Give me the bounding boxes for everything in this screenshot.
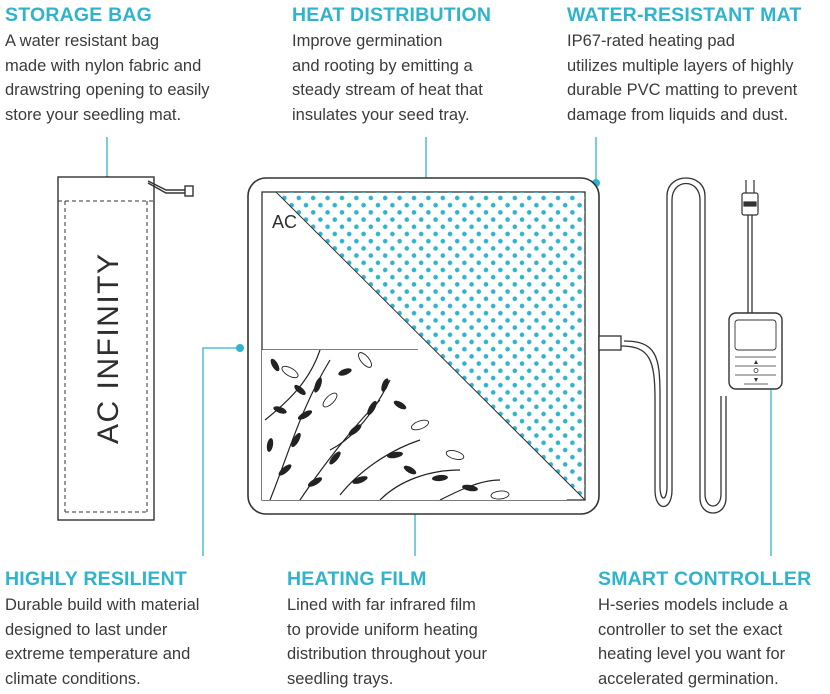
- feature-description: Improve germination and rooting by emitt…: [292, 32, 483, 124]
- feature-heating-film: HEATING FILM Lined with far infrared fil…: [287, 568, 547, 691]
- heating-mat: AC: [247, 177, 622, 515]
- controller-up-icon: [754, 360, 758, 364]
- leader-lines: [106, 137, 772, 556]
- bag-brand-label: AC INFINITY: [92, 252, 125, 444]
- feature-title: HIGHLY RESILIENT: [5, 568, 187, 590]
- feature-storage-bag: STORAGE BAG A water resistant bag made w…: [5, 4, 265, 127]
- feature-heat-distribution: HEAT DISTRIBUTION Improve germination an…: [292, 4, 552, 127]
- mat-brand-label: AC: [272, 212, 297, 232]
- feature-water-resistant-mat: WATER-RESISTANT MAT IP67-rated heating p…: [567, 4, 830, 127]
- controller-power-icon: [753, 368, 759, 373]
- storage-bag: [57, 176, 194, 521]
- feature-title: HEAT DISTRIBUTION: [292, 4, 492, 26]
- feature-title: WATER-RESISTANT MAT: [567, 4, 802, 26]
- feature-description: IP67-rated heating pad utilizes multiple…: [567, 32, 798, 124]
- controller-down-icon: [754, 378, 758, 382]
- feature-description: Lined with far infrared film to provide …: [287, 596, 487, 688]
- feature-title: SMART CONTROLLER: [598, 568, 812, 590]
- feature-highly-resilient: HIGHLY RESILIENT Durable build with mate…: [5, 568, 265, 691]
- feature-description: H-series models include a controller to …: [598, 596, 788, 688]
- feature-smart-controller: SMART CONTROLLER H-series models include…: [598, 568, 830, 691]
- feature-description: A water resistant bag made with nylon fa…: [5, 32, 210, 124]
- power-cord: [620, 177, 753, 514]
- feature-title: STORAGE BAG: [5, 4, 153, 26]
- smart-controller: [728, 312, 783, 390]
- power-plug-icon: [741, 180, 759, 216]
- feature-description: Durable build with material designed to …: [5, 596, 200, 688]
- feature-title: HEATING FILM: [287, 568, 427, 590]
